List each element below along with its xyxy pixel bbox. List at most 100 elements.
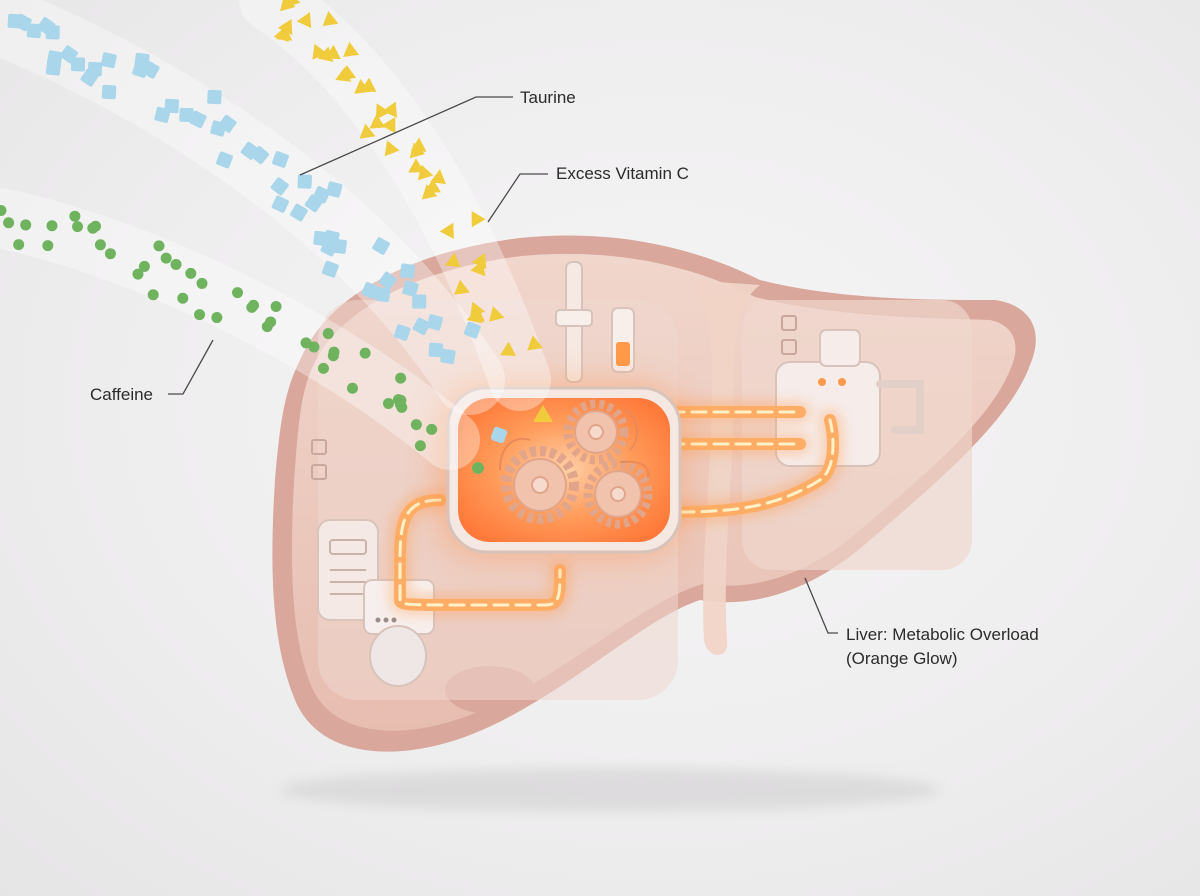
pump-dot (375, 617, 381, 623)
indicator-light (818, 378, 826, 386)
vitamin-c-particle-icon (454, 279, 470, 295)
caffeine-particle-icon (261, 321, 273, 333)
vitamin-c-particle-icon (384, 140, 400, 157)
caffeine-particle-icon (382, 397, 394, 409)
taurine-particle-icon (361, 281, 379, 300)
caffeine-particle-icon (395, 372, 407, 384)
pump-dot (383, 617, 389, 623)
taurine-particle-icon (100, 52, 117, 69)
indicator-light (838, 378, 846, 386)
taurine-particle-icon (428, 342, 444, 358)
caffeine-particle-icon (211, 312, 223, 324)
caffeine-particle-icon (170, 258, 182, 270)
vitamin-c-particle-icon (354, 78, 371, 94)
vitamin-c-particle-icon (527, 335, 543, 351)
caffeine-particle-icon (94, 239, 106, 251)
rotation-arrow (499, 437, 531, 471)
caffeine-particle-icon (3, 217, 15, 229)
taurine-leader-line (299, 96, 513, 176)
taurine-particle-icon (440, 348, 456, 365)
taurine-particle-icon (14, 13, 32, 32)
taurine-particle-icon (26, 23, 42, 39)
taurine-particle-icon (378, 271, 397, 290)
vitamin-c-particle-icon (430, 169, 447, 185)
taurine-particle-icon (250, 146, 270, 165)
caffeine-particle-icon (0, 204, 7, 216)
filter-box-top (819, 329, 861, 367)
caffeine-particle-icon (359, 347, 371, 359)
vitamin-c-label: Excess Vitamin C (556, 164, 689, 183)
vitamin-c-particle-icon (421, 184, 438, 200)
caffeine-particle-icon (410, 419, 422, 431)
caffeine-particle-icon (414, 440, 426, 452)
caffeine-particle-icon (308, 341, 320, 353)
caffeine-particle-icon (426, 423, 438, 435)
caffeine-particle-icon (270, 300, 282, 312)
vitamin-c-particle-icon (296, 12, 312, 29)
taurine-particle-icon (402, 280, 419, 297)
vitamin-c-particle-icon (359, 123, 376, 139)
decor-square (781, 315, 797, 331)
gear-icon (563, 399, 629, 465)
taurine-particle-icon (393, 324, 411, 341)
taurine-particle-icon (45, 60, 61, 76)
taurine-particle-icon (490, 426, 508, 444)
taurine-particle-icon (270, 177, 289, 196)
caffeine-particle-icon (346, 382, 358, 394)
taurine-particle-icon (101, 84, 117, 100)
taurine-particle-icon (399, 263, 416, 279)
caffeine-particle-icon (194, 309, 206, 321)
taurine-particle-icon (412, 317, 431, 336)
caffeine-leader-line (168, 339, 214, 395)
taurine-particle-icon (304, 194, 323, 213)
vitamin-c-particle-icon (312, 43, 328, 60)
liver-label: Liver: Metabolic Overload (Orange Glow) (846, 623, 1039, 671)
vitamin-c-particle-icon (322, 10, 339, 27)
vitamin-c-particle-icon (500, 341, 517, 356)
vitamin-c-particle-icon (444, 252, 461, 268)
taurine-particle-icon (372, 237, 390, 255)
taurine-particle-icon (426, 314, 444, 331)
caffeine-particle-icon (317, 362, 329, 374)
gear-icon (501, 446, 579, 524)
vitamin-c-particle-icon (409, 142, 426, 159)
vitamin-c-leader-line (487, 173, 548, 223)
vitamin-c-particle-icon (381, 117, 396, 134)
taurine-particle-icon (70, 57, 86, 72)
taurine-particle-icon (216, 151, 233, 169)
caffeine-particle-icon (185, 267, 197, 279)
rotation-arrow (624, 409, 638, 451)
taurine-particle-icon (218, 114, 237, 133)
vitamin-c-particle-icon (439, 222, 454, 239)
vitamin-c-particle-icon (382, 101, 398, 118)
vitamin-c-particle-icon (471, 211, 486, 228)
filter-pipe (876, 380, 924, 434)
liver-label-line1: Liver: Metabolic Overload (846, 625, 1039, 644)
vitamin-c-particle-icon (533, 405, 553, 422)
vitamin-c-stream (239, 0, 551, 411)
taurine-particle-icon (87, 61, 103, 77)
caffeine-particle-icon (87, 222, 99, 234)
glow-pipes (389, 401, 844, 616)
vitamin-c-particle-icon (408, 158, 425, 173)
caffeine-label: Caffeine (90, 385, 154, 404)
caffeine-particle-icon (153, 240, 165, 252)
caffeine-particle-icon (396, 401, 408, 413)
decor-square (311, 464, 327, 480)
taurine-particle-icon (321, 260, 339, 278)
caffeine-particle-icon (13, 239, 25, 251)
liver-label-line2: (Orange Glow) (846, 649, 958, 668)
taurine-particle-icon (271, 195, 289, 213)
taurine-particle-icon (331, 238, 347, 254)
vitamin-c-particle-icon (285, 0, 301, 8)
caffeine-particle-icon (196, 277, 208, 289)
taurine-particle-icon (297, 174, 312, 189)
decor-square (781, 339, 797, 355)
pump-bulb (369, 625, 427, 687)
caffeine-particle-icon (69, 210, 81, 222)
taurine-particle-icon (141, 60, 160, 79)
caffeine-particle-icon (20, 219, 32, 231)
taurine-particle-icon (290, 203, 308, 222)
